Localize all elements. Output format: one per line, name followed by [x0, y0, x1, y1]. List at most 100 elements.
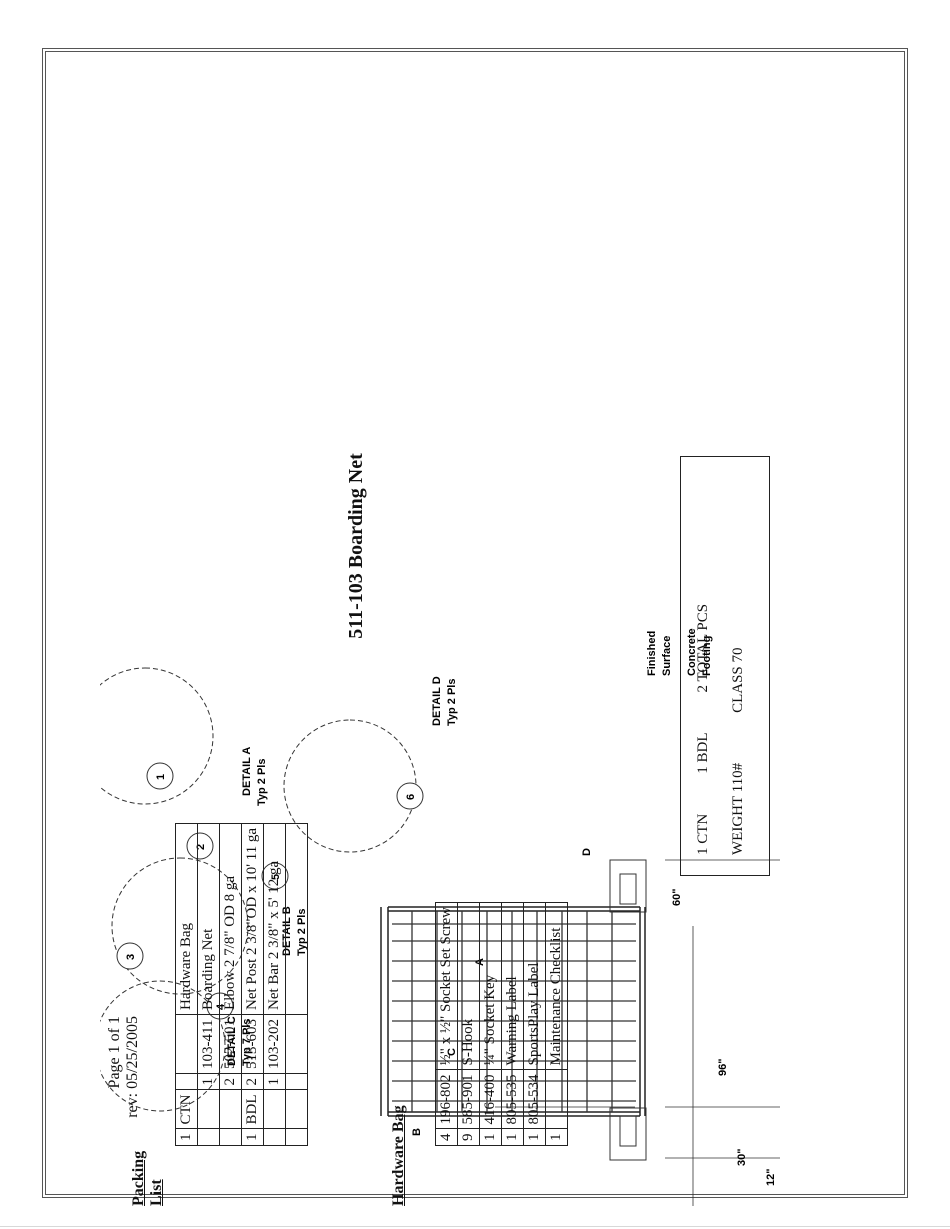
net-mesh: [392, 911, 636, 1112]
packing-list-row-cell: Boarding Net: [197, 823, 220, 1015]
packing-list-row-cell: [285, 1073, 308, 1090]
dim-width-label: 96": [717, 1059, 729, 1076]
packing-list-row-cell: 2: [241, 1073, 264, 1090]
packing-list-row-cell: 103-202: [263, 1014, 286, 1074]
dim-footing-label: 30": [736, 1149, 748, 1166]
packing-list-row-cell: [285, 1090, 308, 1129]
svg-text:3: 3: [125, 954, 137, 960]
hardware-bag-row-cell: 416-400: [479, 1070, 502, 1129]
packing-list-row-cell: Elbow 2 7/8" OD 8 ga: [219, 823, 242, 1015]
hardware-bag-row-cell: 4: [435, 1129, 458, 1146]
hardware-bag-row-cell: SportsPlay Label: [523, 902, 546, 1070]
svg-text:4: 4: [215, 1003, 227, 1010]
packing-list-row-cell: [219, 1129, 242, 1146]
packing-list-row-cell: Net Post 2 3/8"OD x 10' 11 ga: [241, 823, 264, 1015]
svg-text:Typ 2 Pls: Typ 2 Pls: [446, 679, 458, 726]
hardware-bag-heading: Hardware Bag: [390, 1105, 407, 1206]
svg-text:Finished: Finished: [646, 631, 658, 676]
packing-list-row-cell: [219, 1090, 242, 1129]
packing-list-row-cell: CTN: [175, 1090, 198, 1129]
svg-text:2: 2: [195, 844, 207, 850]
svg-text:Surface: Surface: [661, 636, 673, 676]
hardware-bag-row-cell: ½" x ½" Socket Set Screw: [435, 902, 458, 1070]
packing-list-row-cell: [263, 1090, 286, 1129]
packing-list-row-cell: 103-411: [197, 1014, 220, 1074]
rotated-sheet: Page 1 of 1 rev: 05/25/2005 511-103 Boar…: [100, 100, 810, 1206]
dim-height-label: 60": [671, 889, 683, 906]
hardware-bag-row-cell: 1: [479, 1129, 502, 1146]
boarding-net-drawing: 30" 96" 60" 12" B C A D DETAIL A Typ 2 P…: [100, 628, 780, 1206]
summary-box: 1 CTN 1 BDL 2 TOTAL PCS WEIGHT 110# CLAS…: [680, 456, 770, 876]
packing-list-row-cell: 2: [219, 1073, 242, 1090]
packing-list-row-cell: [285, 1014, 308, 1074]
hardware-bag-row-cell: 9: [457, 1129, 480, 1146]
packing-list-row-cell: Net Bar 2 3/8" x 5' 12 ga: [263, 823, 286, 1015]
summary-ctn: 1 CTN: [695, 813, 711, 855]
concrete-footings: [609, 859, 647, 1161]
label-c: C: [446, 1048, 458, 1056]
hardware-bag-row-cell: S-Hook: [457, 902, 480, 1070]
label-a: A: [474, 958, 486, 966]
packing-list-row-cell: 1: [197, 1073, 220, 1090]
packing-list-row-cell: 502-501: [219, 1014, 242, 1074]
hardware-bag-row-cell: 805-535: [501, 1070, 524, 1129]
svg-text:DETAIL A: DETAIL A: [241, 747, 253, 796]
hardware-bag-row-cell: 1: [501, 1129, 524, 1146]
packing-list-row-cell: 1: [263, 1073, 286, 1090]
hardware-bag-row-cell: 196-802: [435, 1070, 458, 1129]
packing-list-row: [285, 823, 308, 1146]
svg-text:Footing: Footing: [701, 636, 713, 676]
page-border: [42, 48, 908, 1198]
net-frame: [380, 906, 646, 1117]
hardware-bag-row-cell: Warning Label: [501, 902, 524, 1070]
svg-text:Typ 2 Pls: Typ 2 Pls: [296, 909, 308, 956]
summary-total: 2 TOTAL PCS: [695, 603, 711, 693]
hardware-bag-row-cell: ¼" Socket Key: [479, 902, 502, 1070]
svg-text:1: 1: [155, 774, 167, 780]
packing-list-row-cell: [197, 1090, 220, 1129]
packing-list-heading: Packing List: [130, 1150, 165, 1206]
hardware-bag-row-cell: 585-901: [457, 1070, 480, 1129]
dim-embed-label: 12": [765, 1169, 777, 1186]
dimension-lines: [495, 859, 780, 1206]
hardware-bag-row-cell: 1: [545, 1129, 568, 1146]
packing-list-row-cell: [175, 1014, 198, 1074]
hardware-bag-row-cell: [545, 1070, 568, 1129]
packing-list-row-cell: [285, 823, 308, 1015]
packing-list-row-cell: [175, 1073, 198, 1090]
svg-text:Typ 7 Pls: Typ 7 Pls: [241, 1019, 253, 1066]
detail-circles: [100, 667, 417, 1112]
svg-text:Concrete: Concrete: [686, 628, 698, 676]
svg-text:5: 5: [270, 874, 282, 880]
callout-numbers: 1 2 3 4 5 6: [125, 774, 417, 1010]
svg-text:DETAIL B: DETAIL B: [281, 906, 293, 956]
svg-text:DETAIL C: DETAIL C: [226, 1016, 238, 1066]
packing-list-row-cell: [285, 1129, 308, 1146]
packing-list-row-cell: BDL: [241, 1090, 264, 1129]
summary-bdl: 1 BDL: [695, 732, 711, 774]
svg-text:6: 6: [405, 794, 417, 800]
packing-list-row-cell: Hardware Bag: [175, 823, 198, 1015]
hardware-bag-row-cell: 805-534: [523, 1070, 546, 1129]
hardware-bag-row-cell: 1: [523, 1129, 546, 1146]
detail-labels: DETAIL A Typ 2 Pls DETAIL B Typ 2 Pls DE…: [226, 628, 713, 1066]
packing-list-row-cell: [263, 1129, 286, 1146]
scan-edge: [0, 1226, 950, 1227]
packing-list-row-cell: 1: [175, 1129, 198, 1146]
svg-text:Typ 2 Pls: Typ 2 Pls: [256, 759, 268, 806]
summary-class: CLASS 70: [730, 647, 746, 713]
callout-bubbles: [116, 762, 424, 1020]
